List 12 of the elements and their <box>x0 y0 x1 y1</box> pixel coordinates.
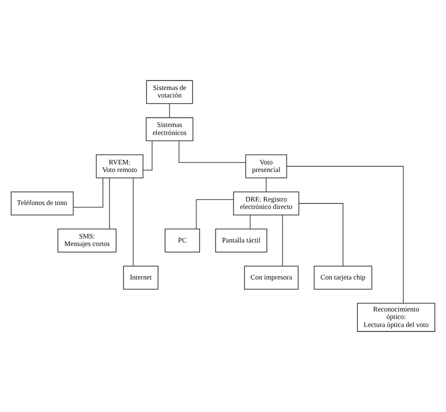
connector <box>142 140 152 171</box>
connector <box>250 214 251 230</box>
connector <box>178 140 246 163</box>
connector <box>109 178 110 230</box>
connector <box>196 199 234 230</box>
connector <box>169 103 170 118</box>
connector <box>72 178 104 208</box>
connector <box>298 203 344 266</box>
connector <box>282 214 283 266</box>
connector <box>266 177 267 192</box>
connector <box>286 166 404 304</box>
connector <box>132 178 134 267</box>
